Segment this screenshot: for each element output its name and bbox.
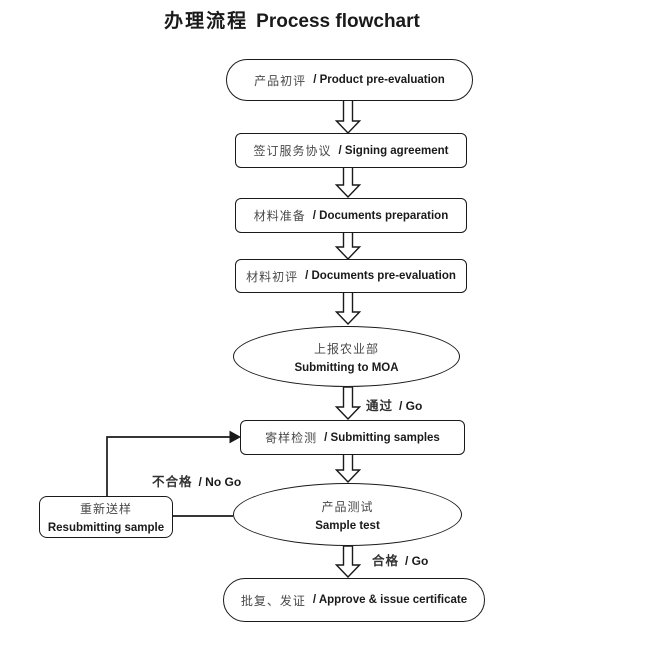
- node-label-zh: 材料初评: [246, 269, 299, 284]
- node-label-en: / Documents pre-evaluation: [305, 270, 456, 282]
- down-arrow-icon: [335, 387, 361, 420]
- node-label-zh: 寄样检测: [265, 431, 318, 445]
- flow-node-signing-agreement: 签订服务协议 / Signing agreement: [235, 133, 467, 168]
- edge-label-en: / No Go: [198, 475, 242, 489]
- node-label-zh: 材料准备: [253, 209, 306, 223]
- flow-node-submitting-to-moa: 上报农业部 Submitting to MOA: [233, 326, 460, 387]
- edge-label-en: / Go: [405, 554, 429, 568]
- node-label-zh: 批复、发证: [240, 593, 306, 608]
- edge-label-zh: 通过: [366, 399, 394, 413]
- page-title-en: Process flowchart: [256, 11, 420, 32]
- down-arrow-icon: [335, 454, 361, 483]
- node-label-en: / Signing agreement: [338, 144, 449, 157]
- down-arrow-icon: [335, 292, 361, 325]
- edge-label-fail-no-go: 不合格 / No Go: [152, 471, 241, 490]
- down-arrow-icon: [335, 167, 361, 198]
- edge-label-pass-go: 通过 / Go: [366, 395, 422, 414]
- node-label-zh: 重新送样: [79, 502, 132, 516]
- node-label-en: Submitting to MOA: [294, 361, 399, 374]
- down-arrow-icon: [335, 100, 361, 134]
- node-label-zh: 上报农业部: [313, 341, 379, 356]
- node-label-en: / Documents preparation: [312, 209, 449, 222]
- flow-node-documents-preparation: 材料准备 / Documents preparation: [235, 198, 467, 233]
- flow-node-submitting-samples: 寄样检测 / Submitting samples: [240, 420, 465, 455]
- flow-node-approve-issue-certificate: 批复、发证 / Approve & issue certificate: [223, 578, 485, 622]
- node-label-en: / Submitting samples: [324, 431, 440, 444]
- down-arrow-icon: [335, 231, 361, 260]
- page-title: 办理流程 Process flowchart: [100, 6, 484, 33]
- flow-node-product-pre-evaluation: 产品初评 / Product pre-evaluation: [226, 59, 473, 101]
- node-label-zh: 产品初评: [254, 73, 307, 88]
- node-label-zh: 产品测试: [321, 499, 374, 514]
- node-label-zh: 签订服务协议: [253, 144, 332, 158]
- flow-node-documents-pre-evaluation: 材料初评 / Documents pre-evaluation: [235, 259, 467, 293]
- edge-label-zh: 合格: [372, 554, 400, 568]
- flow-node-sample-test: 产品测试 Sample test: [233, 483, 462, 546]
- node-label-en: Resubmitting sample: [47, 522, 165, 534]
- down-arrow-icon: [335, 546, 361, 578]
- node-label-en: / Approve & issue certificate: [312, 594, 468, 606]
- edge-label-zh: 不合格: [152, 475, 193, 489]
- edge-label-qualified-go: 合格 / Go: [372, 550, 428, 569]
- node-label-en: Sample test: [315, 519, 380, 532]
- page-title-zh: 办理流程: [164, 11, 249, 32]
- edge-label-en: / Go: [399, 399, 423, 413]
- flow-node-resubmitting-sample: 重新送样 Resubmitting sample: [39, 496, 173, 538]
- node-label-en: / Product pre-evaluation: [313, 74, 445, 86]
